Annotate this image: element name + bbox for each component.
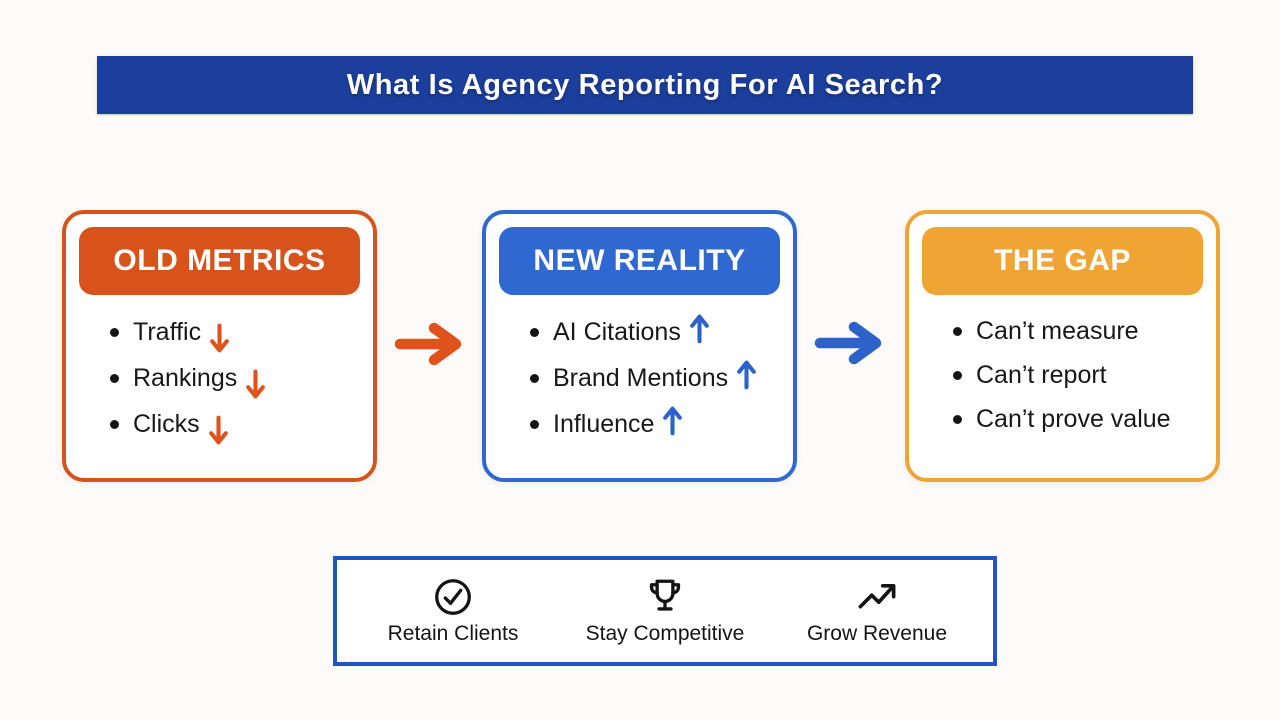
item-label: Clicks (133, 410, 200, 438)
list-item: Rankings (110, 363, 365, 399)
item-label: Rankings (133, 364, 238, 392)
item-label: Can’t report (976, 361, 1107, 389)
bullet-dot (110, 328, 119, 337)
card-the-gap-header: THE GAP (922, 227, 1203, 295)
bullet-dot (953, 415, 962, 424)
list-item: AI Citations (530, 314, 785, 348)
item-label: Brand Mentions (553, 364, 729, 392)
right-arrow-icon (814, 320, 886, 366)
card-new-reality: NEW REALITY AI Citations Brand Mentions … (482, 210, 797, 482)
benefits-bar: Retain Clients Stay Competitive Grow Rev… (333, 556, 997, 666)
up-arrow-icon (688, 313, 711, 344)
bullet-dot (530, 328, 539, 337)
card-old-metrics-header: OLD METRICS (79, 227, 360, 295)
benefit-stay-competitive: Stay Competitive (559, 566, 771, 656)
right-arrow-icon (394, 321, 466, 367)
list-item: Influence (530, 406, 785, 440)
check-circle-icon (432, 576, 474, 618)
page-title: What Is Agency Reporting For AI Search? (346, 68, 944, 101)
benefit-retain-clients: Retain Clients (347, 566, 559, 656)
card-header-label: OLD METRICS (113, 244, 326, 277)
item-label: Influence (553, 410, 655, 438)
trending-up-icon (854, 576, 900, 618)
list-item: Brand Mentions (530, 360, 785, 394)
item-label: Can’t measure (976, 317, 1139, 345)
bullet-dot (953, 371, 962, 380)
bullet-dot (530, 420, 539, 429)
card-new-reality-header: NEW REALITY (499, 227, 780, 295)
up-arrow-icon (735, 359, 758, 390)
title-bar: What Is Agency Reporting For AI Search? (97, 56, 1193, 114)
up-arrow-icon (661, 405, 684, 436)
list-item: Clicks (110, 409, 365, 445)
bullet-dot (110, 374, 119, 383)
the-gap-list: Can’t measure Can’t report Can’t prove v… (909, 317, 1216, 434)
new-reality-list: AI Citations Brand Mentions Influence (486, 314, 793, 440)
list-item: Traffic (110, 317, 365, 353)
footer-item-label: Stay Competitive (585, 622, 745, 645)
trophy-icon (644, 576, 686, 618)
card-header-label: NEW REALITY (533, 244, 746, 277)
benefit-grow-revenue: Grow Revenue (771, 566, 983, 656)
down-arrow-icon (244, 369, 267, 400)
down-arrow-icon (207, 415, 230, 446)
item-label: Can’t prove value (976, 405, 1171, 433)
old-metrics-list: Traffic Rankings Clicks (66, 317, 373, 445)
down-arrow-icon (208, 323, 231, 354)
item-label: AI Citations (553, 318, 681, 346)
bullet-dot (953, 327, 962, 336)
bullet-dot (530, 374, 539, 383)
footer-item-label: Retain Clients (387, 622, 519, 645)
bullet-dot (110, 420, 119, 429)
list-item: Can’t measure (953, 317, 1208, 346)
list-item: Can’t report (953, 361, 1208, 390)
card-old-metrics: OLD METRICS Traffic Rankings Clicks (62, 210, 377, 482)
card-header-label: THE GAP (994, 244, 1131, 277)
footer-item-label: Grow Revenue (806, 622, 948, 645)
item-label: Traffic (133, 318, 202, 346)
card-the-gap: THE GAP Can’t measure Can’t report Can’t… (905, 210, 1220, 482)
list-item: Can’t prove value (953, 405, 1208, 434)
